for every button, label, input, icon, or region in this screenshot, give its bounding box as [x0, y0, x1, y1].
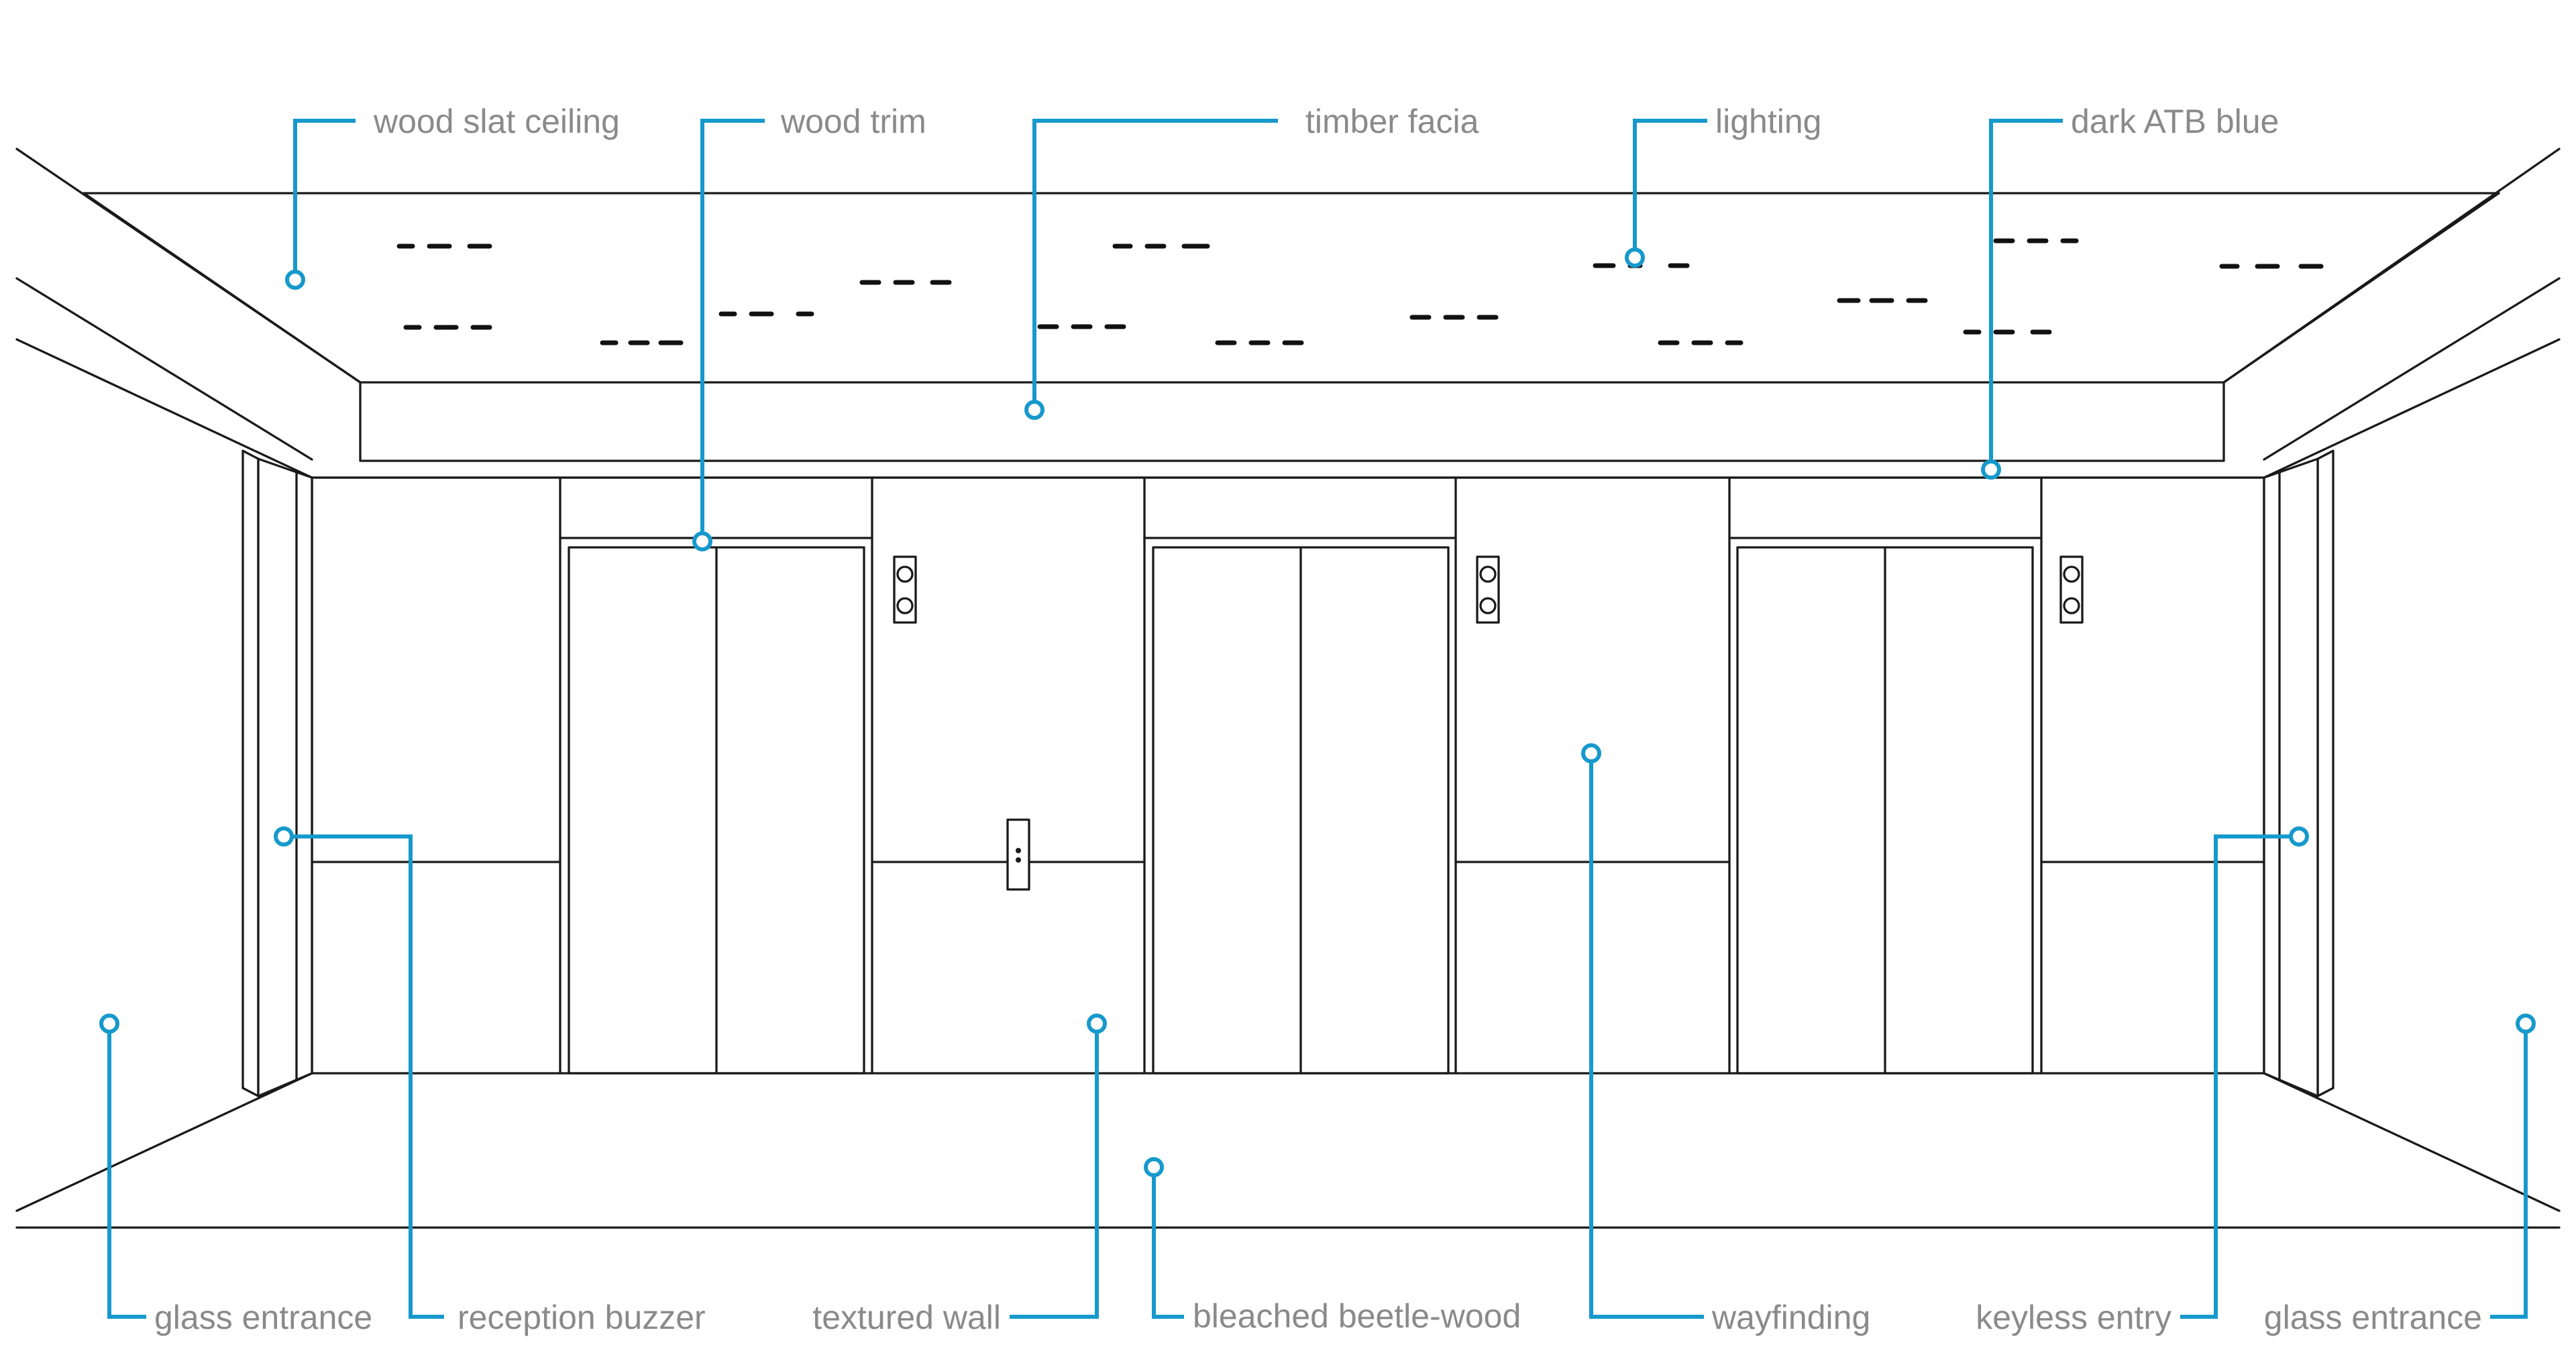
label-dark-atb-blue: dark ATB blue	[2071, 103, 2279, 140]
ceiling-light-slots	[396, 238, 2324, 345]
label-glass-entrance-left: glass entrance	[154, 1299, 372, 1336]
callout-dot	[285, 270, 305, 290]
reception-buzzer-callout	[274, 826, 444, 1319]
elevator-center	[1152, 546, 1450, 1075]
label-wayfinding: wayfinding	[1711, 1299, 1870, 1336]
label-wood-trim: wood trim	[780, 103, 926, 140]
wayfinding-callout	[1581, 743, 1704, 1319]
label-glass-entrance-right: glass entrance	[2264, 1299, 2482, 1336]
callout-dot	[274, 826, 294, 847]
elevator-right	[1736, 546, 2034, 1075]
textured-wall-callout	[1010, 1014, 1107, 1319]
glass-entrance-right-callout	[2490, 1014, 2536, 1319]
call-button-panel	[2059, 555, 2084, 624]
callout-dot	[2289, 826, 2309, 847]
dark-atb-blue-callout	[1981, 119, 2063, 480]
callout-dot	[2516, 1014, 2536, 1034]
timber-facia-callout	[1024, 119, 1278, 420]
keyless-entry-callout	[2180, 826, 2309, 1319]
label-bleached-beetle-wood: bleached beetle-wood	[1193, 1297, 1521, 1335]
call-button-panel	[893, 555, 917, 624]
callout-dot	[1087, 1014, 1107, 1034]
callout-dot	[99, 1014, 119, 1034]
timber-facia-band	[359, 381, 2225, 462]
callout-dot	[1625, 248, 1645, 268]
room-outline	[15, 148, 2561, 1229]
callout-dot	[1024, 400, 1044, 420]
callout-dot	[1981, 459, 2001, 480]
wood-slat-ceiling-callout	[285, 119, 356, 290]
call-button-panel	[1476, 555, 1500, 624]
label-keyless-entry: keyless entry	[1976, 1299, 2171, 1336]
callout-dot	[692, 531, 712, 551]
wayfinding-sign	[1006, 818, 1030, 891]
wood-trim-callout	[692, 119, 765, 551]
glass-entrance-left-callout	[99, 1014, 146, 1319]
ceiling	[83, 192, 2500, 479]
glass-entrance-right-frame	[2263, 449, 2334, 1097]
callout-dot	[1144, 1157, 1164, 1177]
label-reception-buzzer: reception buzzer	[458, 1299, 706, 1336]
elevator-left	[568, 546, 865, 1075]
bleached-beetle-wood-callout	[1144, 1157, 1184, 1319]
lighting-callout	[1625, 119, 1707, 268]
label-timber-facia: timber facia	[1305, 103, 1479, 140]
label-textured-wall: textured wall	[812, 1299, 1001, 1336]
callout-dot	[1581, 743, 1601, 763]
back-wall	[311, 476, 2265, 1075]
label-lighting: lighting	[1715, 103, 1821, 140]
glass-entrance-left-frame	[241, 449, 313, 1097]
label-wood-slat-ceiling: wood slat ceiling	[373, 103, 620, 140]
